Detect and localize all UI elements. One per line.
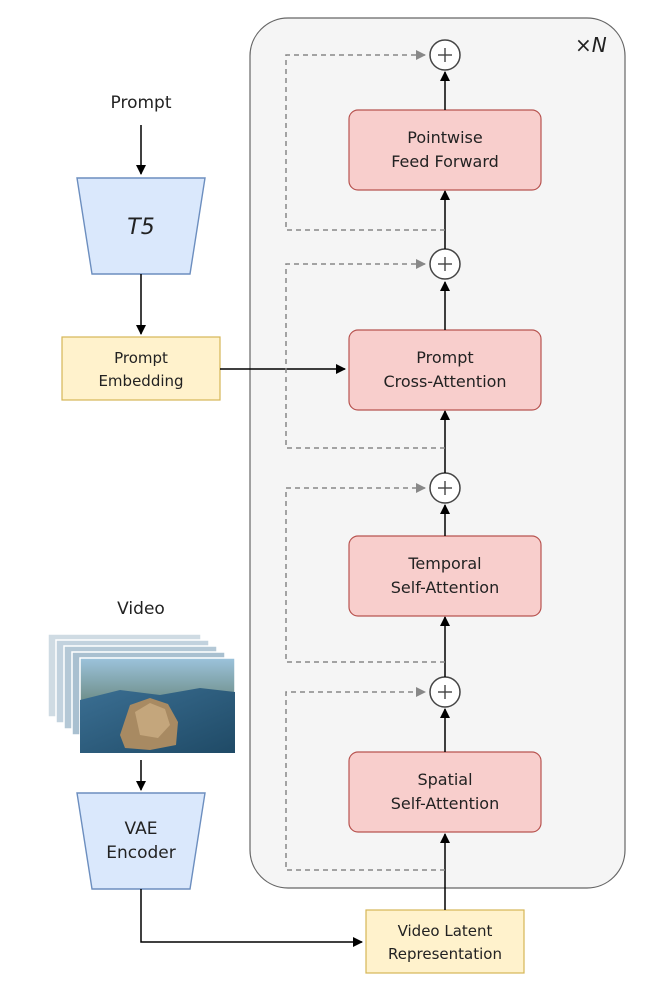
temporal-self-attention-block — [348, 535, 542, 617]
spatial-self-attention-block — [348, 751, 542, 833]
prompt-embedding-line1: Prompt — [114, 349, 168, 367]
video-latent-box — [365, 909, 525, 974]
vae-to-latent-arrow — [140, 889, 363, 947]
prompt-embedding-line2: Embedding — [98, 372, 183, 390]
add-icon — [429, 472, 461, 504]
video-latent-line1: Video Latent — [398, 922, 493, 940]
video-frames-image — [47, 633, 236, 754]
vae-encoder — [76, 792, 206, 890]
cross-attention-line2: Cross-Attention — [383, 372, 506, 391]
temporal-line1: Temporal — [407, 554, 481, 573]
prompt-label: Prompt — [111, 93, 172, 113]
spatial-line1: Spatial — [417, 770, 472, 789]
feed-forward-line2: Feed Forward — [391, 152, 499, 171]
temporal-residual-connection — [285, 483, 445, 663]
t5-label: T5 — [127, 215, 154, 240]
vae-encoder-line2: Encoder — [106, 843, 176, 863]
add-icon — [429, 248, 461, 280]
transformer-block-container — [249, 17, 626, 889]
pointwise-feed-forward-block — [348, 109, 542, 191]
add-icon — [429, 676, 461, 708]
repeat-n-label: ×N — [575, 33, 607, 57]
add-icon — [429, 39, 461, 71]
temporal-line2: Self-Attention — [391, 578, 499, 597]
t5-encoder — [76, 177, 206, 275]
video-label: Video — [117, 599, 165, 619]
video-latent-line2: Representation — [388, 945, 502, 963]
prompt-embedding-box — [61, 336, 221, 401]
spatial-residual-connection — [285, 687, 445, 871]
vae-encoder-line1: VAE — [125, 819, 158, 839]
feed-forward-line1: Pointwise — [407, 128, 482, 147]
feed-forward-residual-connection — [285, 50, 445, 231]
spatial-line2: Self-Attention — [391, 794, 499, 813]
prompt-cross-attention-block — [348, 329, 542, 411]
cross-attention-line1: Prompt — [416, 348, 473, 367]
